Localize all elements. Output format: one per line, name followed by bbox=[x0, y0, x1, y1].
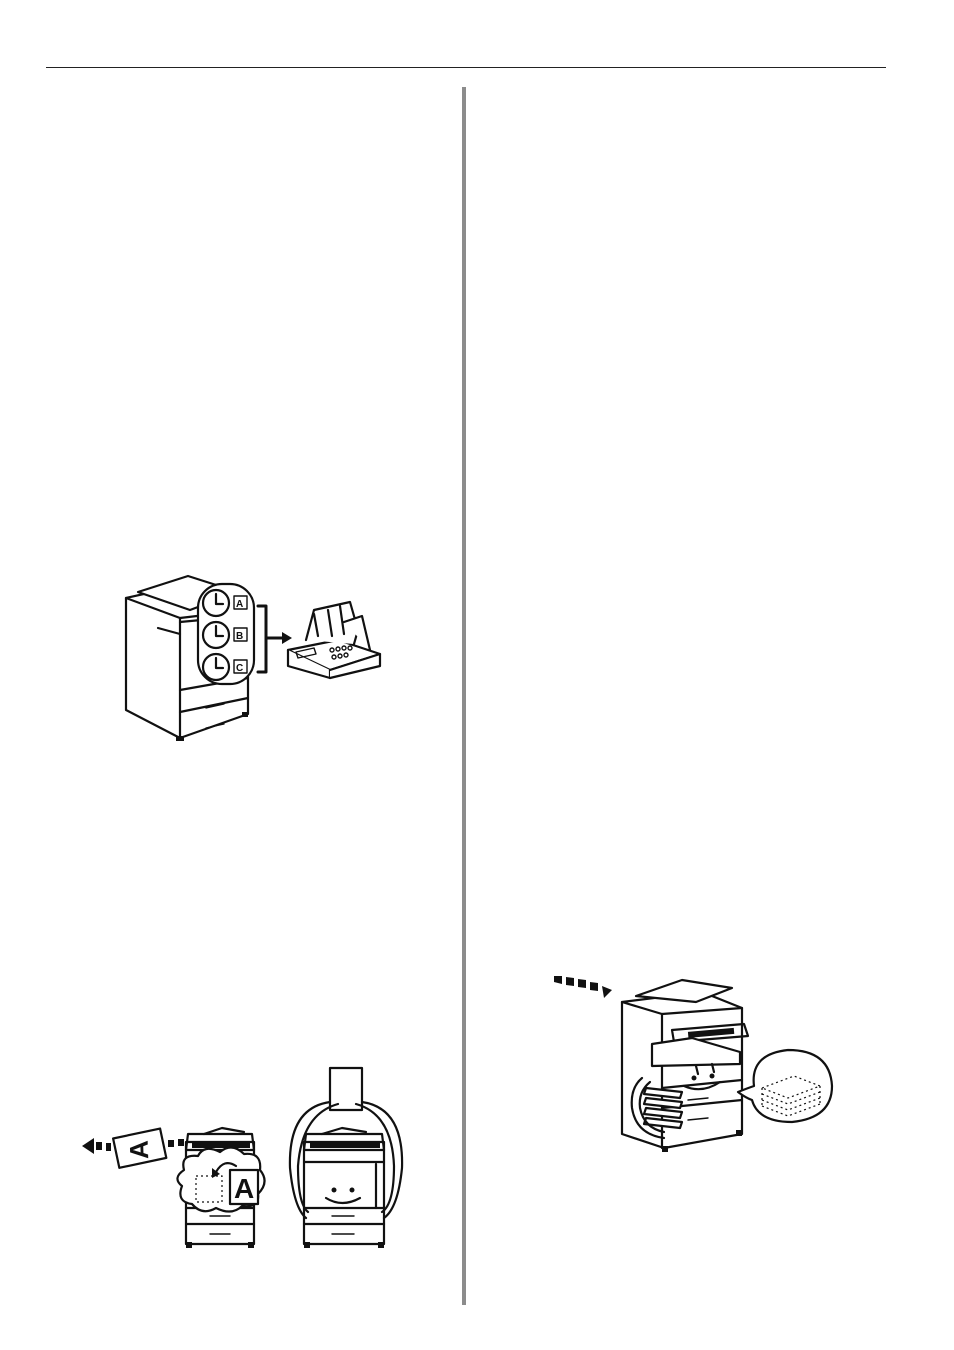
curved-arrow-icon bbox=[212, 1168, 220, 1178]
slot-label-a: A bbox=[236, 599, 243, 610]
clock-icon bbox=[201, 588, 231, 618]
smiling-copier-icon bbox=[288, 1066, 404, 1248]
header-rule bbox=[46, 67, 886, 68]
scheduled-fax-illustration: A B C bbox=[124, 574, 382, 741]
fax-machine-icon bbox=[286, 600, 382, 680]
page-stack-icon bbox=[736, 1048, 834, 1124]
rotated-page-glyph: A bbox=[234, 1173, 254, 1204]
clock-icon bbox=[201, 652, 231, 682]
clock-icon bbox=[201, 620, 231, 650]
flying-page-glyph: A bbox=[124, 1140, 155, 1160]
slot-label-b: B bbox=[236, 631, 243, 642]
batch-scan-illustration bbox=[554, 976, 834, 1152]
slot-label-c: C bbox=[236, 663, 243, 674]
dashed-arrow-right-icon bbox=[554, 976, 612, 998]
column-divider bbox=[462, 87, 466, 1305]
arrow-right-icon bbox=[282, 632, 292, 644]
dashed-arrow-left-icon bbox=[82, 1138, 111, 1154]
rotate-copy-illustration: A A bbox=[82, 1066, 404, 1248]
